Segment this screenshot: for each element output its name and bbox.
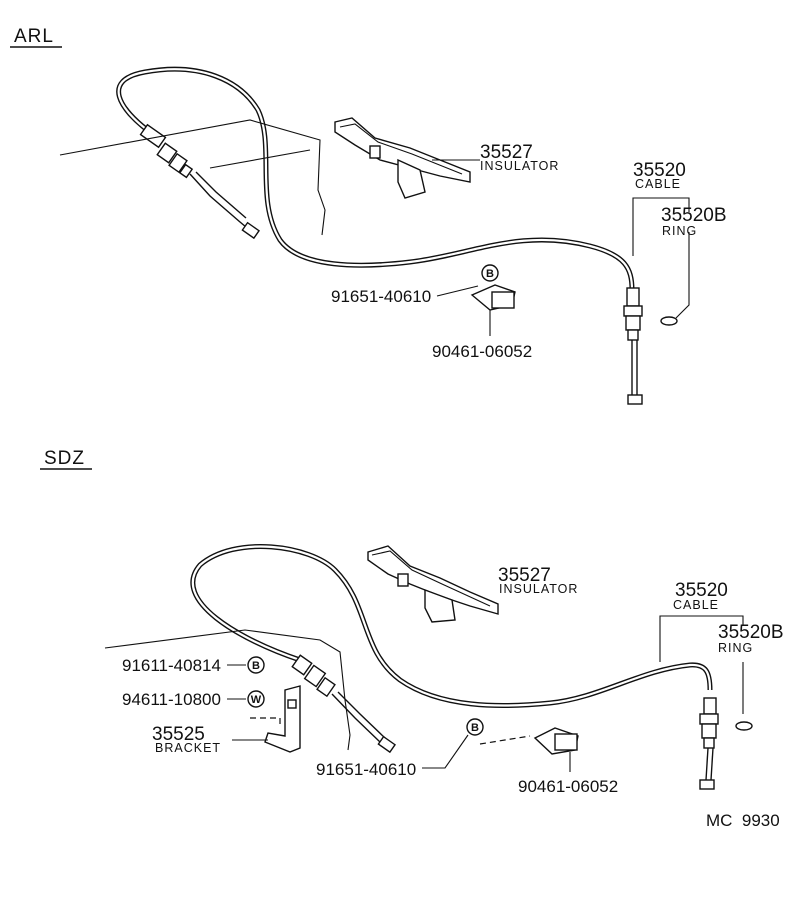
- part-number-35520: 35520: [675, 580, 728, 601]
- marker-b-circle: [247, 656, 265, 674]
- marker-w-letter: W: [251, 694, 262, 706]
- section-title-arl: ARL: [14, 26, 54, 47]
- section-arl: ARL: [10, 26, 727, 405]
- part-number-35520b: 35520B: [661, 205, 727, 226]
- section-sdz: SDZ: [40, 448, 784, 796]
- part-number-90461: 90461-06052: [518, 777, 618, 796]
- part-number-35527: 35527: [480, 142, 533, 163]
- insulator-35527-arl: [334, 117, 471, 199]
- part-name-bracket: BRACKET: [155, 741, 221, 755]
- body-reference-lines: [59, 119, 326, 236]
- leader-line: [632, 197, 690, 256]
- clip-90461-arl: [470, 284, 516, 336]
- part-name-cable: CABLE: [635, 177, 681, 191]
- marker-w-circle: [247, 690, 265, 708]
- accelerator-cable-drawing: [116, 66, 690, 405]
- part-name-ring: RING: [718, 641, 753, 655]
- marker-b-letter: B: [252, 660, 260, 672]
- marker-b-circle: [481, 264, 499, 282]
- part-name-insulator: INSULATOR: [480, 159, 559, 173]
- part-number-90461: 90461-06052: [432, 342, 532, 361]
- ring-35520b-sdz: [735, 721, 753, 731]
- part-number-35527: 35527: [498, 565, 551, 586]
- marker-b-letter: B: [471, 722, 479, 734]
- marker-b-circle: [466, 718, 484, 736]
- part-number-91651: 91651-40610: [316, 760, 416, 779]
- leader-line: [659, 615, 744, 662]
- part-number-35525: 35525: [152, 724, 205, 745]
- leader-line: [422, 734, 469, 769]
- part-number-91611: 91611-40814: [122, 656, 221, 675]
- part-number-94611: 94611-10800: [122, 690, 221, 709]
- bracket-35525: [250, 685, 301, 753]
- part-number-91651: 91651-40610: [331, 287, 431, 306]
- section-title-sdz: SDZ: [44, 448, 85, 469]
- leader-line: [436, 285, 479, 297]
- clip-90461-sdz: [479, 727, 579, 772]
- accelerator-cable-drawing: [190, 544, 753, 790]
- body-reference-lines: [104, 629, 351, 751]
- ring-35520b-arl: [660, 316, 678, 326]
- marker-b-letter: B: [486, 268, 494, 280]
- insulator-35527-sdz: [367, 545, 499, 623]
- part-name-ring: RING: [662, 224, 697, 238]
- diagram-code: MC 9930: [706, 811, 780, 830]
- part-name-insulator: INSULATOR: [499, 582, 578, 596]
- part-name-cable: CABLE: [673, 598, 719, 612]
- part-number-35520: 35520: [633, 160, 686, 181]
- part-number-35520b: 35520B: [718, 622, 784, 643]
